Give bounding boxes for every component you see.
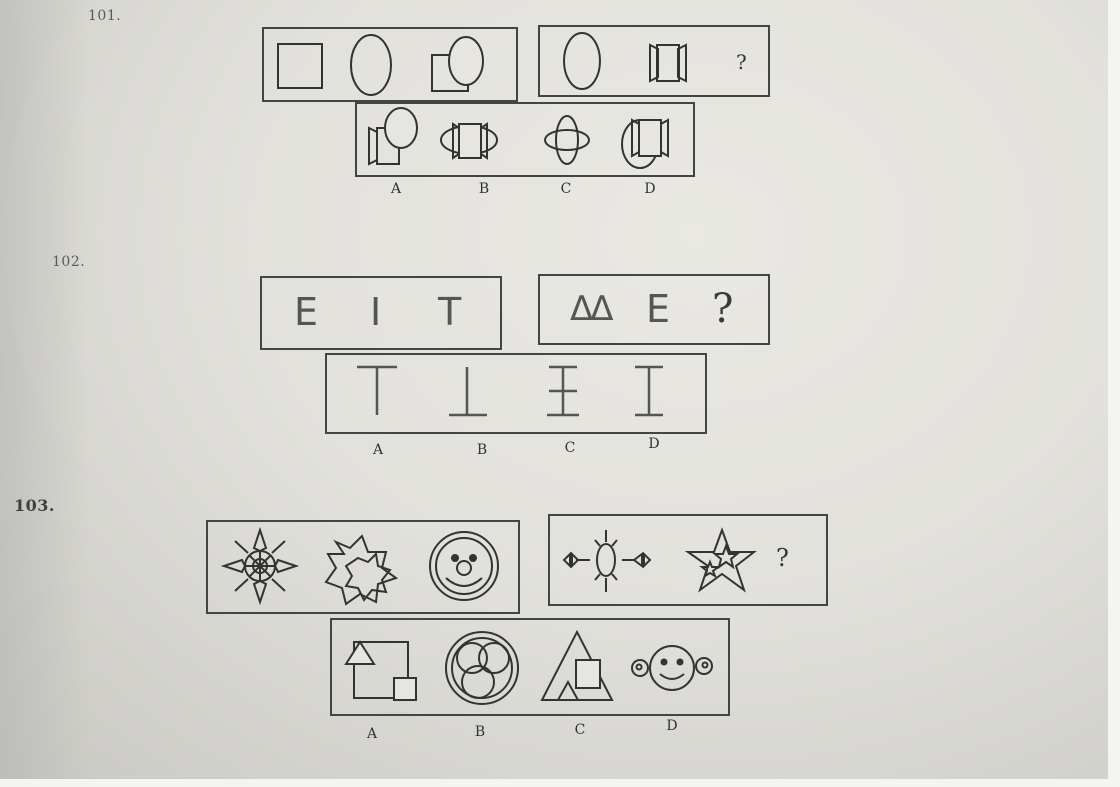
q103-group2-figures: ?: [550, 516, 826, 604]
q103-question-group-2: ?: [548, 514, 828, 606]
option-c-figure: [545, 116, 589, 164]
option-label-b: B: [472, 442, 492, 458]
sunburst-shape: [224, 530, 296, 602]
option-d-figure: [635, 367, 663, 415]
q103-group1-figures: [208, 522, 518, 612]
option-label-a: A: [368, 442, 388, 458]
q103-question-group-1: [206, 520, 520, 614]
option-a-figure: [369, 108, 417, 164]
double-triangle: ΔΔ: [570, 289, 611, 329]
option-d-figure: [622, 120, 668, 168]
option-d-figure: [632, 646, 712, 690]
q102-question-group-2: ΔΔ E ?: [538, 274, 770, 345]
option-b-figure: [446, 632, 518, 704]
q101-question-group-2: ?: [538, 25, 770, 97]
oval-shape: [564, 33, 600, 89]
option-c-figure: [542, 632, 612, 700]
q102-question-group-1: E I T: [260, 276, 502, 350]
sun-with-arrows-shape: [564, 530, 650, 592]
overlapping-stars-shape: [326, 536, 396, 604]
q101-option-figures: [357, 104, 693, 175]
option-a-figure: [346, 642, 416, 700]
q101-question-group-1: [262, 27, 518, 102]
letter-e: E: [294, 292, 318, 332]
q101-group2-figures: ?: [540, 27, 768, 95]
q103-option-figures: [332, 620, 728, 714]
star-with-stars-shape: [688, 530, 754, 590]
option-a-figure: [357, 367, 397, 415]
q103-answer-options: [330, 618, 730, 716]
option-c-figure: [547, 367, 579, 415]
square-shape: [278, 44, 322, 88]
letter-i: I: [370, 292, 381, 332]
letter-t: T: [438, 292, 461, 332]
question-number: 102.: [52, 254, 85, 270]
option-label-d: D: [644, 436, 664, 452]
q101-group1-figures: [264, 29, 516, 100]
option-label-d: D: [662, 718, 682, 734]
question-number: 101.: [88, 8, 121, 24]
square-with-oval-shape: [432, 37, 483, 91]
option-label-a: A: [362, 726, 382, 742]
option-b-figure: [441, 124, 497, 158]
option-label-b: B: [470, 724, 490, 740]
page-edge: [0, 779, 1120, 787]
option-label-c: C: [560, 440, 580, 456]
q102-answer-options: [325, 353, 707, 434]
question-mark: ?: [736, 50, 747, 74]
letter-e: E: [646, 289, 670, 329]
option-label-a: A: [386, 181, 406, 197]
question-mark: ?: [776, 544, 789, 572]
option-label-d: D: [640, 181, 660, 197]
option-label-b: B: [474, 181, 494, 197]
option-label-c: C: [556, 181, 576, 197]
question-mark: ?: [712, 286, 733, 332]
question-number: 103.: [14, 496, 55, 515]
q101-answer-options: [355, 102, 695, 177]
option-label-c: C: [570, 722, 590, 738]
option-b-figure: [449, 367, 487, 415]
hourglass-shape: [650, 45, 686, 81]
page-edge: [1108, 0, 1120, 787]
oval-shape: [351, 35, 391, 95]
q102-option-figures: [327, 355, 705, 432]
smiling-face-circle-shape: [430, 532, 498, 600]
